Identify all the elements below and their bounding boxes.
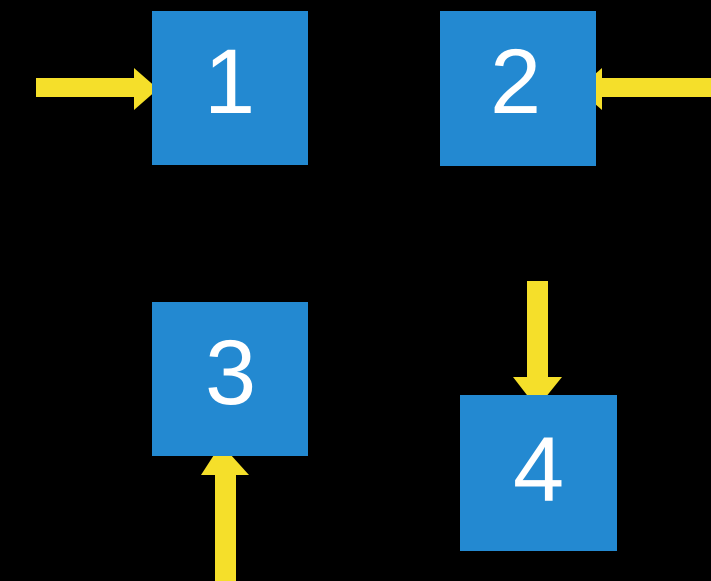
node-label-1: 1 xyxy=(204,31,256,133)
node-label-3: 3 xyxy=(205,322,257,424)
arrow-right-shape xyxy=(36,68,158,110)
arrow-down-shape xyxy=(513,281,562,408)
node-box-2[interactable] xyxy=(440,11,596,166)
arrow-up-shape xyxy=(201,444,249,581)
arrow-left-shape xyxy=(578,68,711,110)
node-box-4[interactable] xyxy=(460,395,617,551)
arrow-up-into-box-3 xyxy=(201,444,249,581)
arrow-left-into-box-2 xyxy=(578,68,711,110)
node-box-3[interactable] xyxy=(152,302,308,456)
arrow-down-into-box-4 xyxy=(513,281,562,408)
arrow-right-into-box-1 xyxy=(36,68,158,110)
node-label-2: 2 xyxy=(490,31,542,133)
node-box-1[interactable] xyxy=(152,11,308,165)
node-label-4: 4 xyxy=(513,419,565,521)
